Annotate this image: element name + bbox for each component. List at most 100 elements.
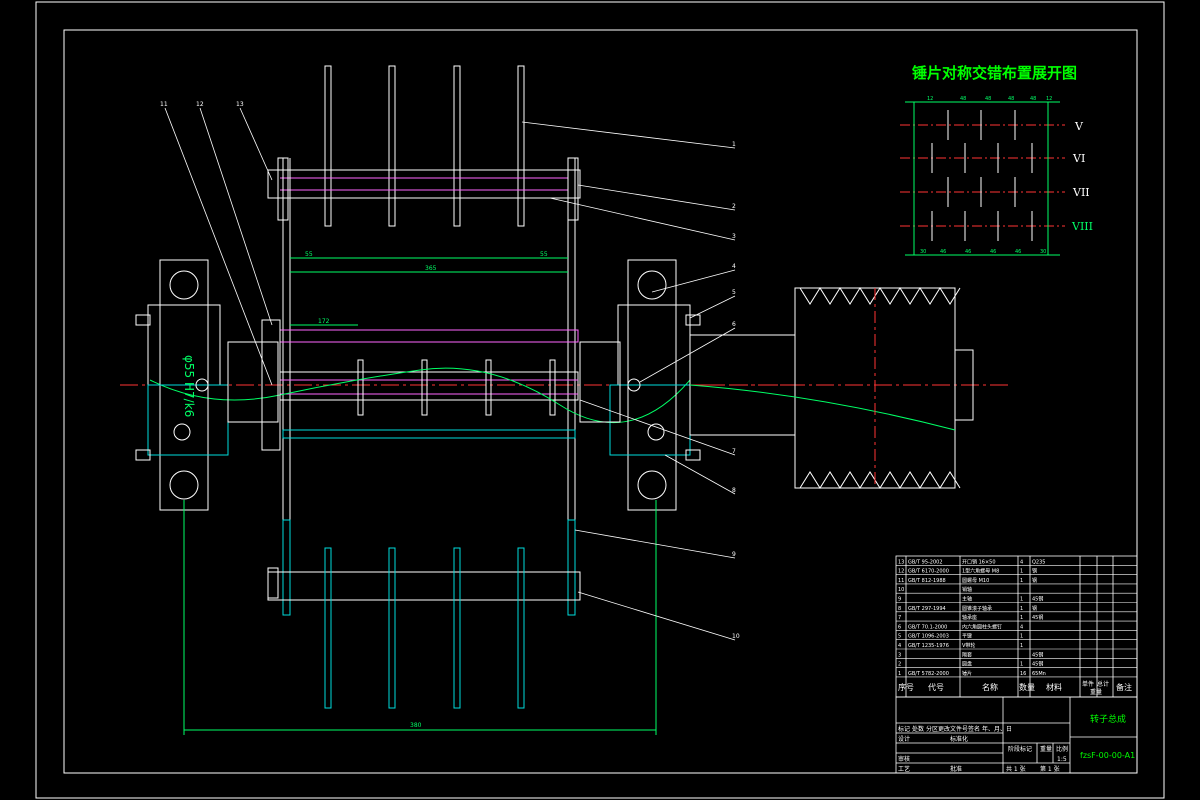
rotor-frame <box>282 158 576 616</box>
parts-cell-mat: 钢 <box>1032 568 1037 575</box>
parts-cell-qty: 4 <box>1020 624 1023 630</box>
parts-cell-name: V带轮 <box>962 642 975 649</box>
row-label-viii: VIII <box>1071 220 1093 233</box>
parts-cell-qty: 1 <box>1020 578 1023 584</box>
parts-cell-no: 7 <box>898 615 901 621</box>
parts-cell-no: 5 <box>898 634 901 640</box>
drawing-number: fzsF-00-00-A1 <box>1080 751 1135 760</box>
parts-cell-qty: 1 <box>1020 606 1023 612</box>
tb-date: 年、月、日 <box>982 725 1012 733</box>
layout-dim-top-1: 48 <box>960 96 966 102</box>
row-label-v: V <box>1074 120 1084 133</box>
parts-cell-name: 轴承座 <box>962 614 977 621</box>
dimension-texts: 55 365 55 172 380 φ55 H7/k6 <box>182 251 548 729</box>
balloon-13: 13 <box>236 101 244 108</box>
dim-vertical-note: φ55 H7/k6 <box>182 355 196 417</box>
parts-cell-name: 平键 <box>962 633 972 640</box>
parts-cell-no: 6 <box>898 624 901 630</box>
layout-dim-top-2: 48 <box>985 96 991 102</box>
parts-cell-qty: 1 <box>1020 662 1023 668</box>
parts-cell-mat: 45钢 <box>1032 596 1043 603</box>
parts-cell-name: 开口销 16×50 <box>962 558 996 565</box>
header-qty: 数量 <box>1019 682 1035 692</box>
header-mat: 材料 <box>1046 682 1062 692</box>
parts-cell-code: GB/T 812-1988 <box>908 578 946 584</box>
balloon-8: 8 <box>732 487 736 494</box>
parts-cell-code: GB/T 6170-2000 <box>908 569 949 575</box>
layout-diagram <box>900 101 1065 256</box>
layout-dim-top-4: 48 <box>1030 96 1036 102</box>
tb-sheet-no: 第 1 张 <box>1040 765 1060 773</box>
parts-cell-name: 内六角圆柱头螺钉 <box>962 623 1002 630</box>
parts-cell-name: 圆螺母 M10 <box>962 577 989 584</box>
parts-cell-name: 隔套 <box>962 651 972 658</box>
parts-cell-mat: 45钢 <box>1032 614 1043 621</box>
dim-top-right: 55 <box>540 251 548 258</box>
layout-dim-bot-1: 46 <box>940 249 946 255</box>
parts-cell-mat: Q235 <box>1032 559 1045 565</box>
dimensions <box>183 257 657 735</box>
balloon-5: 5 <box>732 289 736 296</box>
layout-row-labels: V VI VII VIII <box>1071 120 1093 233</box>
parts-cell-name: 主轴 <box>962 596 972 603</box>
parts-list-header: 序号 代号 名称 数量 材料 单件 总计 重量 备注 <box>898 680 1132 696</box>
header-code: 代号 <box>928 682 944 692</box>
header-no: 序号 <box>898 682 914 692</box>
balloon-9: 9 <box>732 551 736 558</box>
parts-cell-no: 10 <box>898 587 904 593</box>
header-note: 备注 <box>1116 682 1132 692</box>
drawing-name: 转子总成 <box>1090 713 1126 725</box>
parts-cell-mat: 钢 <box>1032 577 1037 584</box>
row-label-vi: VI <box>1072 152 1085 165</box>
layout-dim-bot-2: 46 <box>965 249 971 255</box>
parts-cell-code: GB/T 297-1994 <box>908 606 946 612</box>
parts-cell-no: 4 <box>898 643 901 649</box>
parts-cell-code: GB/T 5782-2000 <box>908 671 949 677</box>
v-belt-pulley <box>689 287 974 489</box>
tb-change: 更改文件号 <box>938 725 968 733</box>
parts-cell-name: 圆盘 <box>962 661 972 668</box>
parts-cell-no: 11 <box>898 578 904 584</box>
parts-cell-no: 2 <box>898 662 901 668</box>
tb-scale: 比例 <box>1056 745 1068 753</box>
top-hammer-assembly <box>267 65 581 227</box>
tb-count: 处数 <box>912 725 924 733</box>
layout-dim-bot-5: 30 <box>1040 249 1046 255</box>
middle-hammer-row <box>149 329 691 424</box>
tb-scale-value: 1:5 <box>1057 756 1067 763</box>
parts-cell-name: 圆锥滚子轴承 <box>962 605 992 612</box>
parts-cell-no: 13 <box>898 559 904 565</box>
parts-cell-no: 8 <box>898 606 901 612</box>
parts-cell-mat: 钢 <box>1032 605 1037 612</box>
inner-border <box>63 29 1138 774</box>
parts-cell-no: 12 <box>898 569 904 575</box>
balloon-4: 4 <box>732 263 736 270</box>
tb-sheet: 共 1 张 <box>1006 765 1026 773</box>
header-weight: 重量 <box>1090 688 1102 696</box>
balloon-12: 12 <box>196 101 204 108</box>
parts-cell-code: GB/T 95-2002 <box>908 559 943 565</box>
title-block-grid <box>895 696 1138 774</box>
parts-cell-name: 销轴 <box>962 586 972 593</box>
leader-lines <box>164 107 736 641</box>
balloon-10: 10 <box>732 633 740 640</box>
layout-title: 锤片对称交错布置展开图 <box>912 64 1077 82</box>
parts-cell-name: 锤片 <box>962 670 972 677</box>
parts-cell-qty: 1 <box>1020 597 1023 603</box>
parts-cell-code: GB/T 1235-1976 <box>908 643 949 649</box>
layout-dim-bot-0: 30 <box>920 249 926 255</box>
parts-cell-no: 3 <box>898 652 901 658</box>
layout-dim-top-5: 12 <box>1046 96 1052 102</box>
balloon-2: 2 <box>732 203 736 210</box>
tb-stage: 阶段标记 <box>1008 745 1032 753</box>
parts-cell-qty: 1 <box>1020 643 1023 649</box>
header-unit: 单件 <box>1082 680 1094 688</box>
tb-standard: 标准化 <box>950 735 968 743</box>
parts-cell-qty: 16 <box>1020 671 1026 677</box>
bottom-hammer-assembly <box>267 547 581 709</box>
row-label-vii: VII <box>1072 186 1090 199</box>
parts-cell-mat: 45钢 <box>1032 661 1043 668</box>
dim-bottom-span: 380 <box>410 722 422 729</box>
parts-cell-mat: 45钢 <box>1032 651 1043 658</box>
